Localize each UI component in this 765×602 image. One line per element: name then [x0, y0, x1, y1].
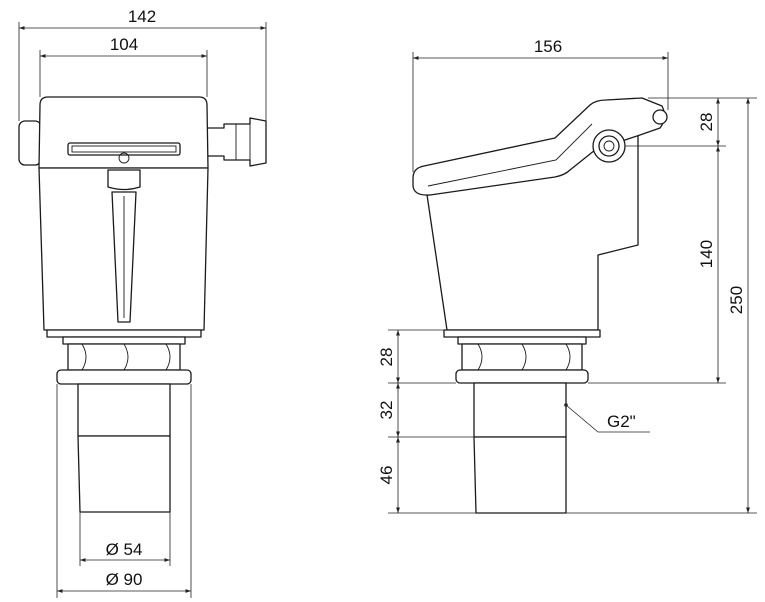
dim-156: 156 [534, 37, 562, 56]
side-thread [473, 382, 567, 438]
dim-32: 32 [377, 401, 396, 420]
side-dimensions: 156 28 140 250 28 32 46 G2" [377, 37, 757, 514]
front-dimensions: 142 104 Ø 54 Ø 90 [18, 7, 267, 598]
side-flange [455, 369, 589, 384]
dim-46: 46 [377, 466, 396, 485]
dim-250: 250 [727, 286, 746, 314]
side-hinge-pin [652, 109, 668, 125]
front-lid [38, 96, 209, 169]
dim-142: 142 [128, 7, 156, 26]
front-sensor [77, 435, 171, 513]
front-view [18, 96, 267, 513]
dim-dia-54: Ø 54 [106, 540, 143, 559]
right-gland [206, 117, 267, 167]
front-flange [56, 369, 192, 385]
front-hinge [107, 169, 141, 191]
dim-140: 140 [697, 240, 716, 268]
thread-callout: G2" [607, 412, 636, 431]
front-thread [77, 383, 171, 437]
front-nut [67, 343, 181, 371]
side-view [412, 97, 668, 514]
left-gland [18, 120, 42, 166]
side-sensor [473, 436, 567, 514]
dim-dia-90: Ø 90 [106, 570, 143, 589]
dim-104: 104 [110, 35, 138, 54]
dim-28-nut: 28 [377, 348, 396, 367]
dim-28-lid: 28 [697, 113, 716, 132]
